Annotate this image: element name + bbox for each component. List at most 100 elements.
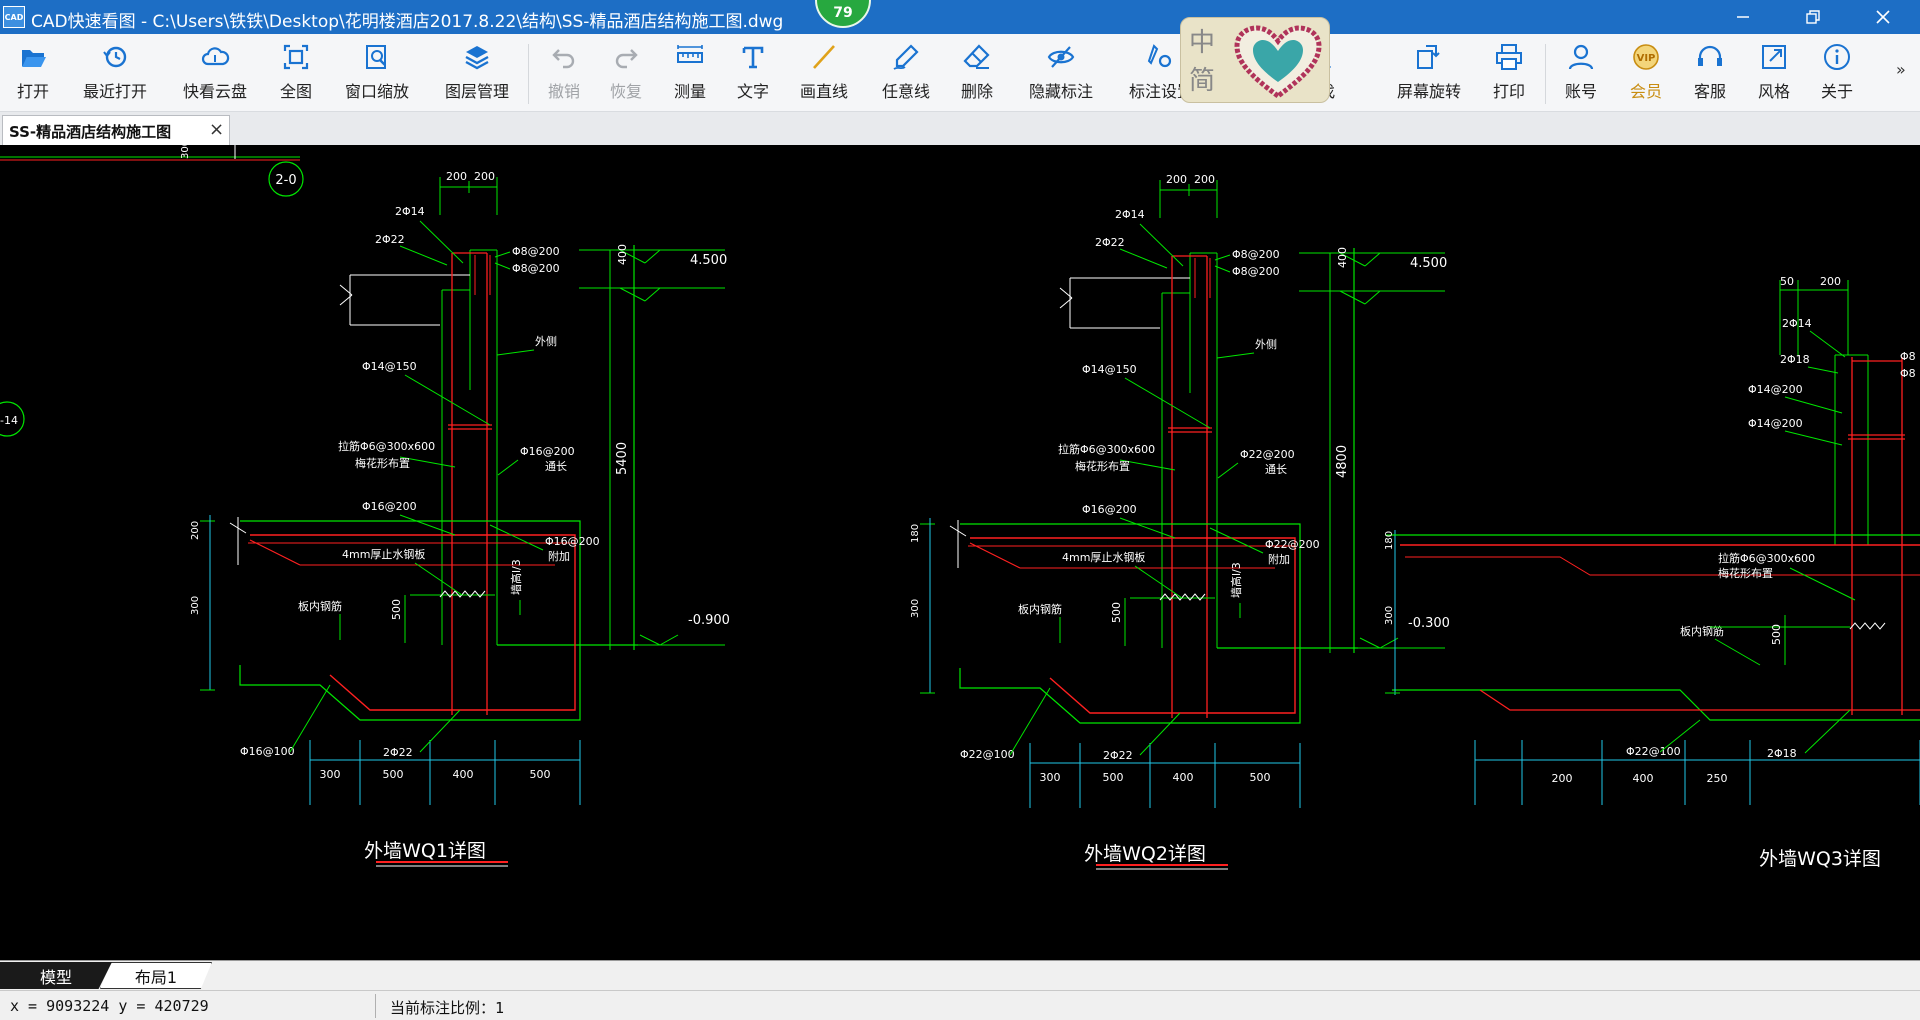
close-button[interactable] [1860,0,1906,34]
tab-layout1[interactable]: 布局1 [100,962,212,989]
notification-badge[interactable]: 79 [815,0,871,28]
eye-off-icon [1047,46,1075,68]
rebar-label: Φ16@100 [240,745,295,758]
headset-icon [1698,45,1722,66]
elevation-text: 4.500 [690,253,727,268]
window-zoom-button[interactable]: 窗口缩放 [338,42,416,108]
dimension-text: 180 [1384,531,1395,550]
cad-line [639,634,661,646]
grid-bubble-label: -14 [0,414,18,427]
grid-bubble [0,401,25,437]
footing-outline [959,523,1301,724]
rebar-label: 2Φ22 [375,233,405,246]
draw-line-button[interactable]: 画直线 [795,42,853,108]
undo-button[interactable]: 撤销 [544,42,584,108]
redo-icon [615,49,638,69]
status-divider [375,994,376,1018]
cad-line [619,249,646,264]
dimension-text: 300 [910,599,921,618]
leader-line [1124,377,1211,429]
leader-line [1139,223,1184,267]
dimension-text: 200 [446,170,467,183]
freehand-button[interactable]: 任意线 [877,42,935,108]
status-bar: x = 9093224 y = 420729 当前标注比例：1 [0,990,1920,1020]
toolbar-overflow-button[interactable]: » [1896,60,1906,79]
dimension-text: 200 [474,170,495,183]
ruler-icon [677,45,703,63]
rebar-line [1479,689,1920,711]
ime-widget[interactable]: 中 简 [1180,17,1330,103]
rebar-label: Φ8@200 [1232,248,1280,261]
rebar-label: Φ8 [1900,367,1916,380]
rebar-label: Φ14@150 [1082,363,1137,376]
cloud-drive-button[interactable]: 快看云盘 [176,42,254,108]
rebar-label: 2Φ18 [1780,353,1810,366]
text-button[interactable]: 文字 [733,42,773,108]
layout-tab-bar: 布局1 模型 [0,960,1920,990]
print-button[interactable]: 打印 [1489,42,1529,108]
rebar-label: 梅花形布置 [355,456,410,470]
close-tab-icon[interactable]: × [209,119,225,140]
rebar-label: 4mm厚止水钢板 [1062,550,1145,564]
window-title: CAD快速看图 - C:\Users\铁铁\Desktop\花明楼酒店2017.… [31,12,784,32]
eraser-icon [963,44,990,69]
cad-line [1059,287,1073,299]
rebar-label: Φ16@200 [362,500,417,513]
leader-line [496,349,535,356]
dimension-text: 300 [320,768,341,781]
leader-line [1216,352,1255,359]
printer-icon [1496,44,1522,70]
hide-marks-button[interactable]: 隐藏标注 [1022,42,1100,108]
tab-model[interactable]: 模型 [0,962,112,989]
document-tab[interactable]: SS-精品酒店结构施工图 × [2,115,230,145]
account-button[interactable]: 账号 [1561,42,1601,108]
dimension-text: 200 [1552,772,1573,785]
rebar-label: Φ14@150 [362,360,417,373]
dimension-text: 300 [1384,606,1395,625]
dimension-text: 500 [530,768,551,781]
fit-screen-icon [283,44,309,70]
rotate-screen-button[interactable]: 屏幕旋转 [1390,42,1468,108]
rebar-label: Φ22@100 [960,748,1015,761]
leader-line [419,220,464,264]
zoom-window-icon [366,45,386,69]
about-button[interactable]: 关于 [1817,42,1857,108]
leader-line [1119,248,1168,269]
cloud-icon [201,47,230,66]
leader-line [399,245,448,266]
leader-line [399,456,456,468]
rebar-label: 4mm厚止水钢板 [342,547,425,561]
dimension-text: 180 [910,524,921,543]
ime-simplified-mode: 简 [1189,66,1216,96]
mark-settings-button[interactable]: 标注设置 [1122,42,1200,108]
elevation-text: -0.300 [1408,616,1450,631]
open-button[interactable]: 打开 [12,42,54,108]
vip-button[interactable]: VIP 会员 [1626,42,1666,108]
support-button[interactable]: 客服 [1690,42,1730,108]
fit-all-button[interactable]: 全图 [276,42,316,108]
style-button[interactable]: 风格 [1754,42,1794,108]
heart-icon [1234,25,1322,100]
recent-button[interactable]: 最近打开 [76,42,154,108]
rebar-label: 2Φ14 [395,205,425,218]
rebar-label: Φ16@200 [545,535,600,548]
restore-button[interactable] [1790,0,1836,34]
delete-button[interactable]: 删除 [957,42,997,108]
rebar-label: 板内钢筋 [1018,602,1062,616]
dimension-text: 400 [1633,772,1654,785]
rebar-label: 板内钢筋 [298,599,342,613]
measure-button[interactable]: 测量 [670,42,710,108]
minimize-button[interactable] [1720,0,1766,34]
layer-manager-button[interactable]: 图层管理 [438,42,516,108]
rebar-line [250,534,576,711]
rebar-label: 2Φ14 [1782,317,1812,330]
rebar-line [969,542,1021,569]
redo-button[interactable]: 恢复 [606,42,646,108]
leader-line [489,524,544,551]
cad-line [1339,290,1366,305]
rebar-label: Φ8 [1900,350,1916,363]
